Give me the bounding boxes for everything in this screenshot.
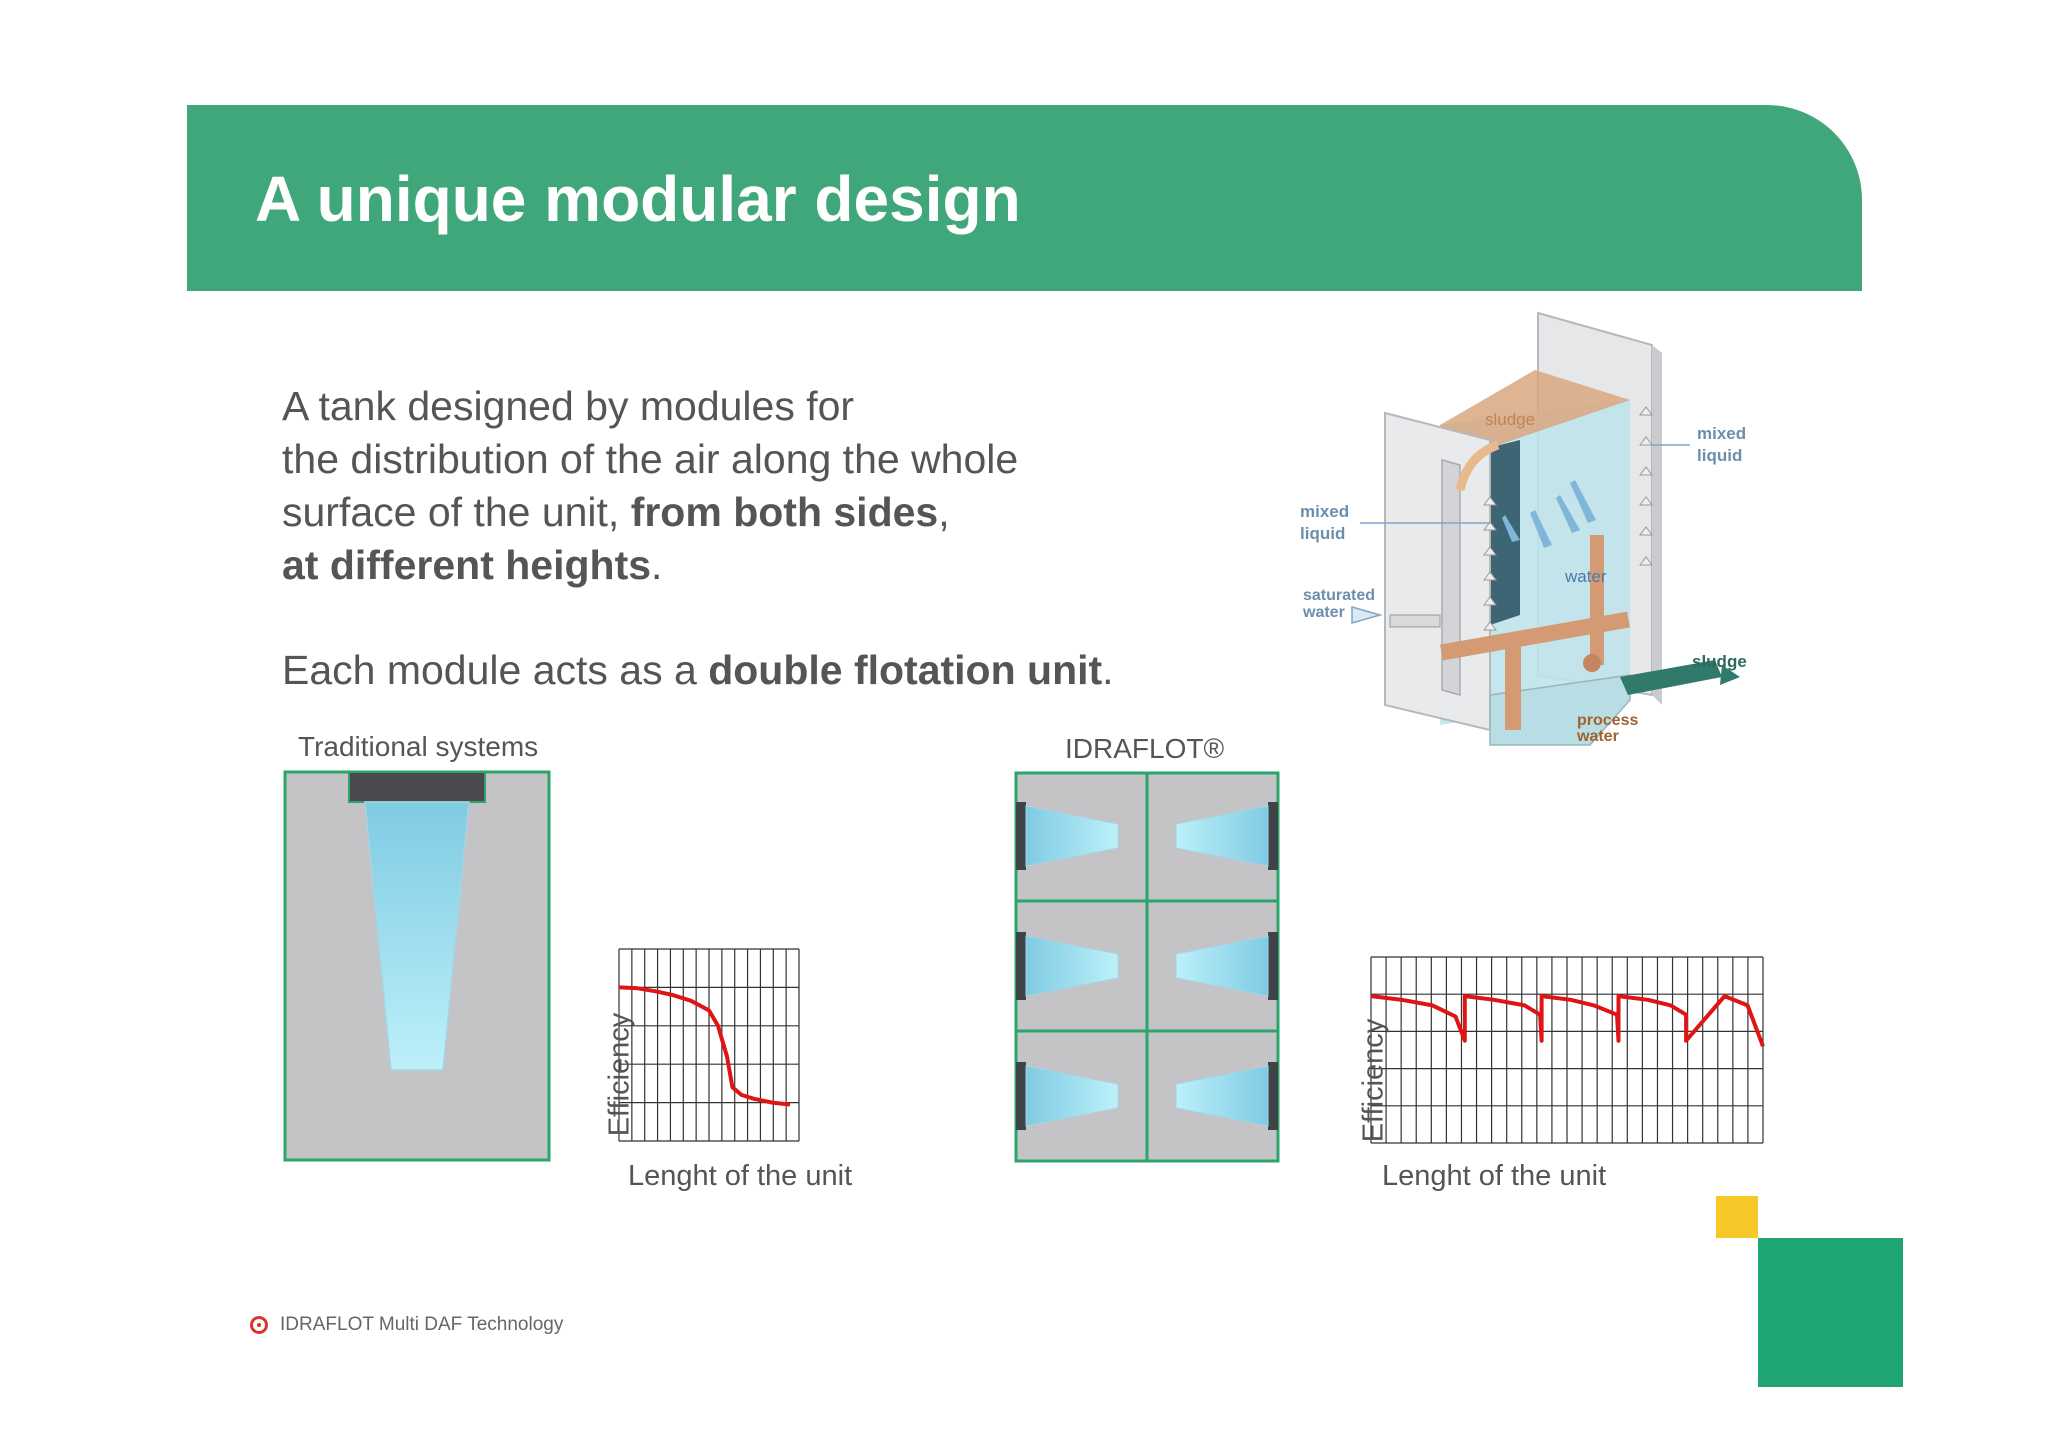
decorative-green-square: [1758, 1238, 1903, 1387]
label-mixed-right-1: mixed: [1697, 424, 1746, 443]
traditional-xlabel: Lenght of the unit: [628, 1160, 853, 1192]
page-title: A unique modular design: [255, 163, 1021, 235]
air-jet-right: [1175, 935, 1269, 997]
idraflot-title: IDRAFLOT®: [1065, 733, 1225, 764]
label-water: water: [1564, 567, 1607, 586]
intro-line-4: at different heights.: [282, 542, 663, 588]
air-jet-left: [1025, 1065, 1119, 1127]
idraflot-xlabel: Lenght of the unit: [1382, 1160, 1607, 1192]
label-process-2: water: [1576, 728, 1619, 745]
idraflot-ylabel: Efficiency: [1357, 1018, 1390, 1143]
label-mixed-left-1: mixed: [1300, 502, 1349, 521]
nozzle-left: [1016, 1062, 1026, 1130]
footer: IDRAFLOT Multi DAF Technology: [250, 1314, 563, 1336]
label-process-1: process: [1577, 712, 1638, 729]
idraflot-modules-diagram: [1014, 771, 1280, 1163]
emphasis-both-sides: from both sides: [630, 489, 939, 535]
traditional-ylabel: Efficiency: [603, 1012, 636, 1137]
traditional-title: Traditional systems: [298, 731, 539, 762]
air-jet-left: [1025, 935, 1119, 997]
footer-text: IDRAFLOT Multi DAF Technology: [280, 1314, 564, 1335]
intro-line-3: surface of the unit, from both sides,: [282, 489, 950, 535]
traditional-tank-diagram: [283, 770, 551, 1162]
nozzle-right: [1268, 802, 1278, 870]
intro-text: A tank designed by modules for the distr…: [282, 380, 1142, 697]
intro-line-1: A tank designed by modules for: [282, 383, 855, 429]
label-mixed-left-2: liquid: [1300, 524, 1345, 543]
title-banner: A unique modular design: [187, 105, 1862, 291]
air-jet-right: [1175, 805, 1269, 867]
emphasis-double-flotation: double flotation unit: [708, 647, 1103, 693]
label-sludge-out: sludge: [1692, 652, 1747, 671]
label-sludge-top: sludge: [1485, 410, 1535, 429]
idraflot-logo-icon: [250, 1316, 268, 1334]
intro-line-2: the distribution of the air along the wh…: [282, 436, 1019, 482]
label-mixed-right-2: liquid: [1697, 446, 1742, 465]
nozzle-right: [1268, 1062, 1278, 1130]
efficiency-series-line: [618, 985, 791, 1107]
module-statement: Each module acts as a double flotation u…: [282, 647, 1114, 693]
efficiency-series-line: [1370, 994, 1765, 1048]
decorative-yellow-square: [1716, 1196, 1758, 1238]
traditional-efficiency-chart: [618, 948, 800, 1142]
nozzle-right: [1268, 932, 1278, 1000]
idraflot-efficiency-chart: [1370, 956, 1765, 1144]
emphasis-heights: at different heights: [282, 542, 652, 588]
air-jet-right: [1175, 1065, 1269, 1127]
nozzle-left: [1016, 802, 1026, 870]
air-jet-left: [1025, 805, 1119, 867]
label-saturated-2: water: [1302, 604, 1345, 621]
nozzle-left: [1016, 932, 1026, 1000]
label-saturated-1: saturated: [1303, 587, 1375, 604]
tank-cutaway-diagram: sludge mixed liquid mixed liquid water s…: [1300, 311, 1747, 746]
